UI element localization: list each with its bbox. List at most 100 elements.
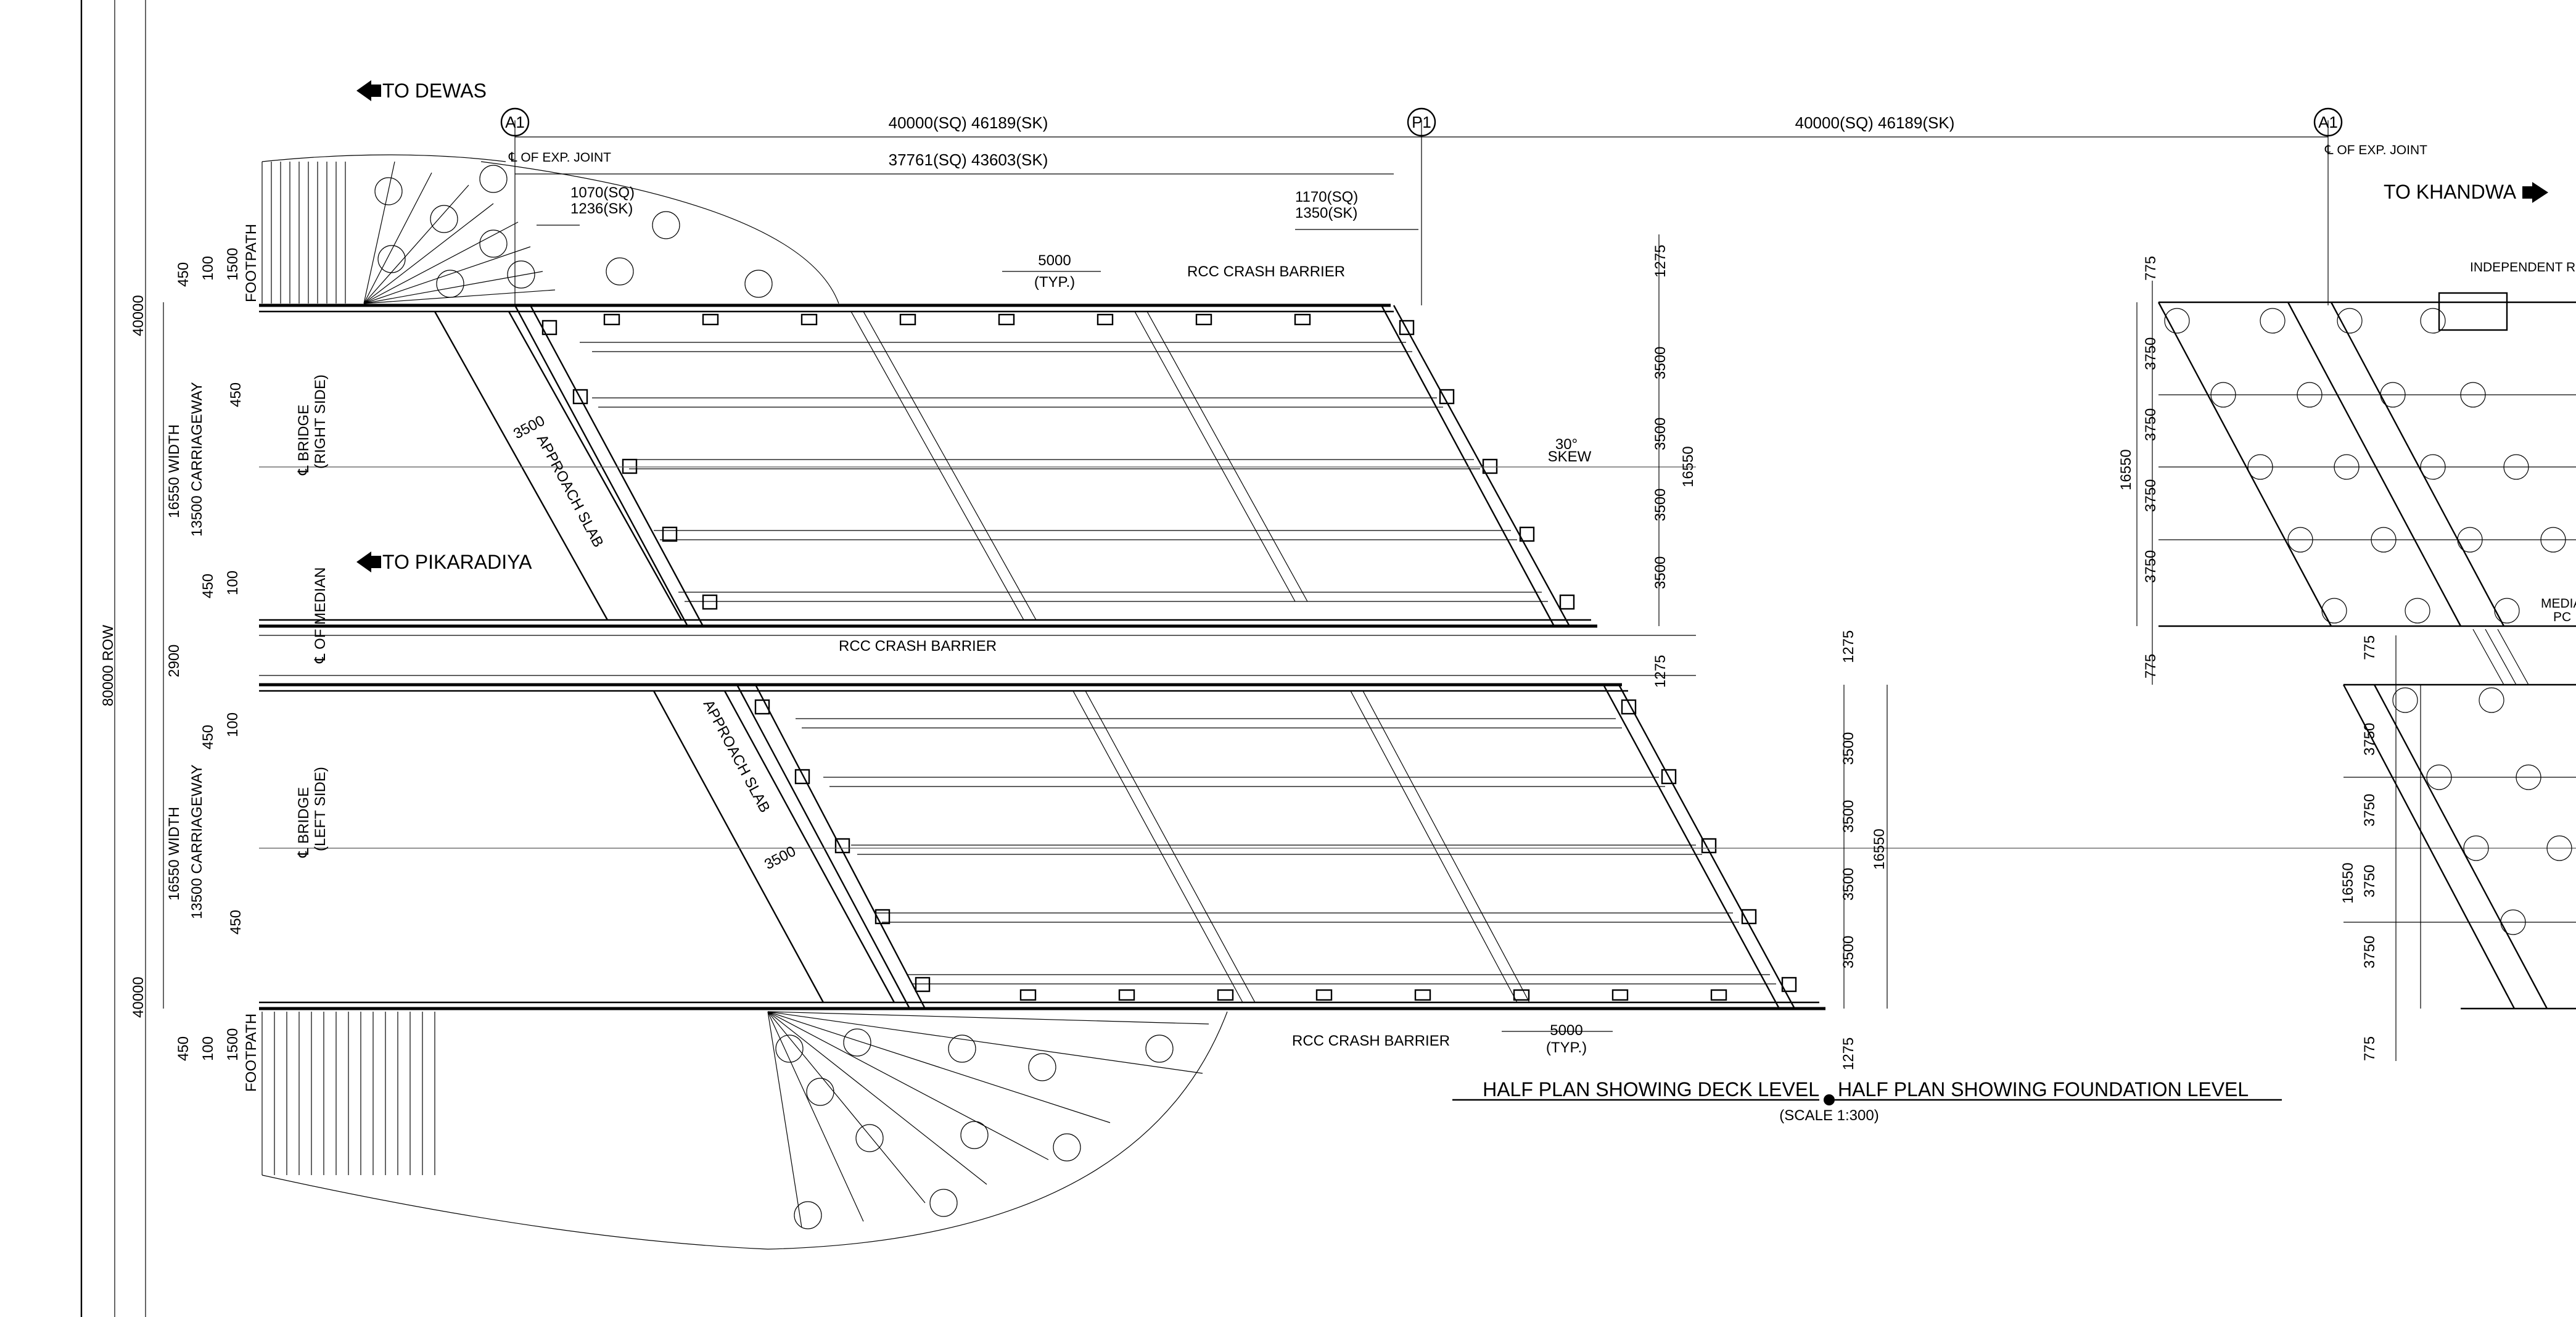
side-100-a: 100: [224, 571, 241, 595]
right-offset-sk: 1350(SK): [1295, 205, 1357, 221]
inner-span-dimension: 37761(SQ) 43603(SK): [889, 151, 1048, 169]
approach-arc: [480, 161, 1228, 1250]
left-offset-sq: 1070(SQ): [570, 184, 635, 201]
svg-text:3500: 3500: [1652, 347, 1669, 379]
svg-text:450: 450: [175, 1036, 192, 1061]
svg-text:100: 100: [200, 1036, 216, 1061]
svg-text:450: 450: [175, 262, 192, 287]
barrier-spacing-bottom-typ: (TYP.): [1546, 1039, 1587, 1056]
svg-text:1275: 1275: [1840, 1038, 1857, 1070]
dimension-lines-top: [514, 120, 2421, 1061]
svg-text:1275: 1275: [1652, 245, 1669, 278]
exp-joint-left-label: ℄ OF EXP. JOINT: [508, 151, 611, 165]
crash-barrier-bottom-label: RCC CRASH BARRIER: [1292, 1033, 1450, 1049]
independent-ret-label: INDEPENDENT RET: [2470, 260, 2576, 275]
svg-text:16550: 16550: [1871, 828, 1888, 870]
barrier-spacing-top: 5000: [1038, 252, 1071, 269]
left-40000-bottom: 40000: [130, 976, 147, 1018]
exp-joint-right-label: ℄ OF EXP. JOINT: [2324, 143, 2427, 157]
svg-text:16550: 16550: [1680, 446, 1697, 487]
crash-barrier-top-label: RCC CRASH BARRIER: [1187, 263, 1345, 280]
foundation-plan: [2157, 292, 2576, 1010]
svg-text:3500: 3500: [1652, 556, 1669, 589]
bridge-right-label-2: (RIGHT SIDE): [312, 374, 329, 469]
tree-symbols: [374, 165, 1174, 1229]
arrow-left-icon: [356, 80, 371, 101]
row-dimension: 80000 ROW: [100, 625, 117, 706]
footpath-dims-top: 450 100 1500 FOOTPATH: [175, 224, 260, 302]
svg-text:16550: 16550: [2340, 862, 2356, 904]
svg-text:3500: 3500: [1840, 868, 1857, 901]
side-450-c: 450: [200, 725, 216, 749]
median-2900: 2900: [166, 645, 183, 677]
approach-dim-bottom: 3500: [762, 843, 799, 873]
carriage-top: 13500 CARRIAGEWAY: [189, 382, 205, 537]
direction-dewas: TO DEWAS: [356, 80, 487, 102]
footpath-hatch-top: [261, 154, 556, 304]
left-40000-top: 40000: [130, 295, 147, 336]
svg-text:3750: 3750: [2361, 723, 2378, 756]
svg-text:16550: 16550: [2118, 449, 2134, 490]
crash-barrier-mid-label: RCC CRASH BARRIER: [839, 638, 997, 654]
deck-left-side: [259, 683, 2576, 1010]
pier-a1-left-label: A1: [505, 113, 525, 131]
right-offset-sq: 1170(SQ): [1295, 189, 1358, 205]
left-offset-sk: 1236(SK): [570, 200, 633, 217]
svg-text:3750: 3750: [2142, 479, 2159, 512]
svg-text:FOOTPATH: FOOTPATH: [243, 1014, 260, 1092]
foundation-dims-top: 775 3750 3750 3750 3750 16550 775: [2118, 256, 2159, 679]
drawing-titles: HALF PLAN SHOWING DECK LEVEL HALF PLAN S…: [1452, 1078, 2282, 1124]
width-top: 16550 WIDTH: [166, 424, 183, 518]
bridge-left-label-2: (LEFT SIDE): [312, 767, 329, 851]
bridge-right-label-1: ℄ BRIDGE: [295, 405, 312, 476]
pier-markers: [500, 107, 2343, 137]
svg-text:3500: 3500: [1840, 936, 1857, 968]
direction-pikaradiya-label: TO PIKARADIYA: [382, 551, 532, 573]
svg-text:775: 775: [2361, 635, 2378, 660]
svg-text:3500: 3500: [1840, 800, 1857, 833]
svg-text:1500: 1500: [224, 1028, 241, 1061]
foundation-level-title: HALF PLAN SHOWING FOUNDATION LEVEL: [1838, 1078, 2249, 1100]
arrow-right-icon: [2532, 182, 2548, 203]
side-450-d: 450: [228, 910, 244, 935]
direction-khandwa: TO KHANDWA: [2384, 181, 2548, 203]
arrow-left-icon: [356, 551, 371, 572]
skew-label-1: 30°: [1555, 436, 1578, 453]
footpath-dims-bottom: 450 100 1500 FOOTPATH: [175, 1014, 260, 1092]
foundation-dims-bottom: 775 3750 3750 3750 3750 16550 775: [2340, 635, 2378, 1061]
median-pc-label-2: PC: [2553, 610, 2571, 624]
approach-slab-top-label: APPROACH SLAB: [533, 432, 607, 550]
svg-text:3750: 3750: [2142, 408, 2159, 441]
svg-text:1500: 1500: [224, 248, 241, 281]
svg-text:1275: 1275: [1652, 655, 1669, 688]
span2-dimension: 40000(SQ) 46189(SK): [1795, 114, 1955, 132]
median-pc-label-1: MEDIAN: [2541, 597, 2576, 611]
svg-text:3750: 3750: [2142, 337, 2159, 370]
approach-slab-bottom-label: APPROACH SLAB: [700, 697, 773, 815]
pier-a1-right-label: A1: [2318, 113, 2338, 131]
direction-dewas-label: TO DEWAS: [382, 80, 487, 102]
pier-p1-label: P1: [1412, 113, 1431, 131]
svg-text:100: 100: [200, 256, 216, 281]
median-label: ℄ OF MEDIAN: [312, 568, 329, 664]
skew-label-2: SKEW: [1548, 448, 1592, 465]
svg-text:3500: 3500: [1840, 732, 1857, 765]
deck-dims-top: 1275 3500 3500 3500 3500 16550 1275: [1652, 245, 1697, 688]
side-450-b: 450: [200, 574, 216, 598]
footpath-hatch-bottom: [261, 1011, 1209, 1250]
svg-text:3750: 3750: [2361, 865, 2378, 898]
barrier-spacing-top-typ: (TYP.): [1034, 274, 1075, 291]
svg-text:775: 775: [2142, 256, 2159, 281]
svg-text:775: 775: [2361, 1036, 2378, 1061]
direction-pikaradiya: TO PIKARADIYA: [356, 551, 532, 573]
svg-text:3750: 3750: [2361, 936, 2378, 968]
deck-right-side: [259, 303, 1696, 628]
carriage-bottom: 13500 CARRIAGEWAY: [189, 764, 205, 919]
svg-text:1275: 1275: [1840, 630, 1857, 663]
bridge-left-label-1: ℄ BRIDGE: [295, 787, 312, 858]
width-bottom: 16550 WIDTH: [166, 807, 183, 901]
svg-text:3500: 3500: [1652, 418, 1669, 450]
side-100-b: 100: [224, 712, 241, 737]
svg-text:3750: 3750: [2142, 550, 2159, 583]
